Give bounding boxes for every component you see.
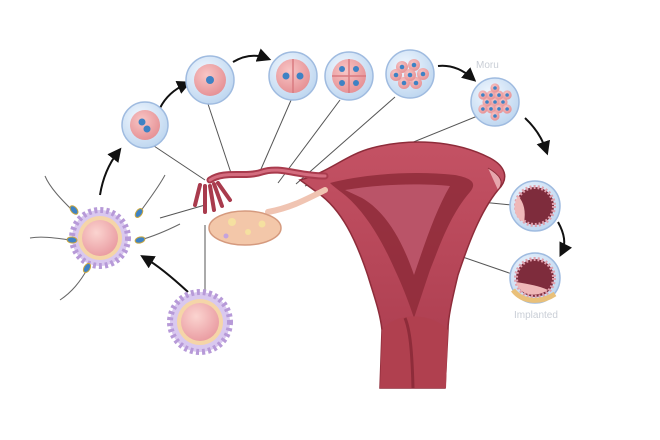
morula-nucleus <box>493 86 497 90</box>
morula-nucleus <box>489 93 493 97</box>
morula-nucleus <box>501 100 505 104</box>
stage-two-cell <box>268 51 318 101</box>
morula-nucleus <box>489 107 493 111</box>
morula-nucleus <box>497 107 501 111</box>
morula-nucleus <box>493 100 497 104</box>
morula-nucleus <box>493 114 497 118</box>
morula-nucleus <box>505 107 509 111</box>
stage-four-cell <box>324 51 374 101</box>
morula-label: Moru <box>476 60 499 71</box>
fallopian-tube <box>193 166 329 215</box>
morula-nucleus <box>481 93 485 97</box>
stage-blastocyst <box>509 180 561 232</box>
uterus <box>298 141 506 389</box>
morula-nucleus <box>505 93 509 97</box>
implanted-label: Implanted <box>514 310 558 321</box>
ovulated-egg <box>167 289 233 355</box>
stage-implanted-blastocyst: Implanted <box>509 252 561 321</box>
morula-nucleus <box>497 93 501 97</box>
cycle-arrows <box>99 48 573 293</box>
ovary <box>208 210 282 246</box>
stage-zygote <box>121 101 169 149</box>
morula-nucleus <box>485 100 489 104</box>
stage-one-cell <box>185 55 235 105</box>
fertilization-egg <box>29 174 181 301</box>
stage-eight-cell <box>385 49 435 99</box>
morula-nucleus <box>481 107 485 111</box>
stage-morula: Moru <box>470 60 520 127</box>
